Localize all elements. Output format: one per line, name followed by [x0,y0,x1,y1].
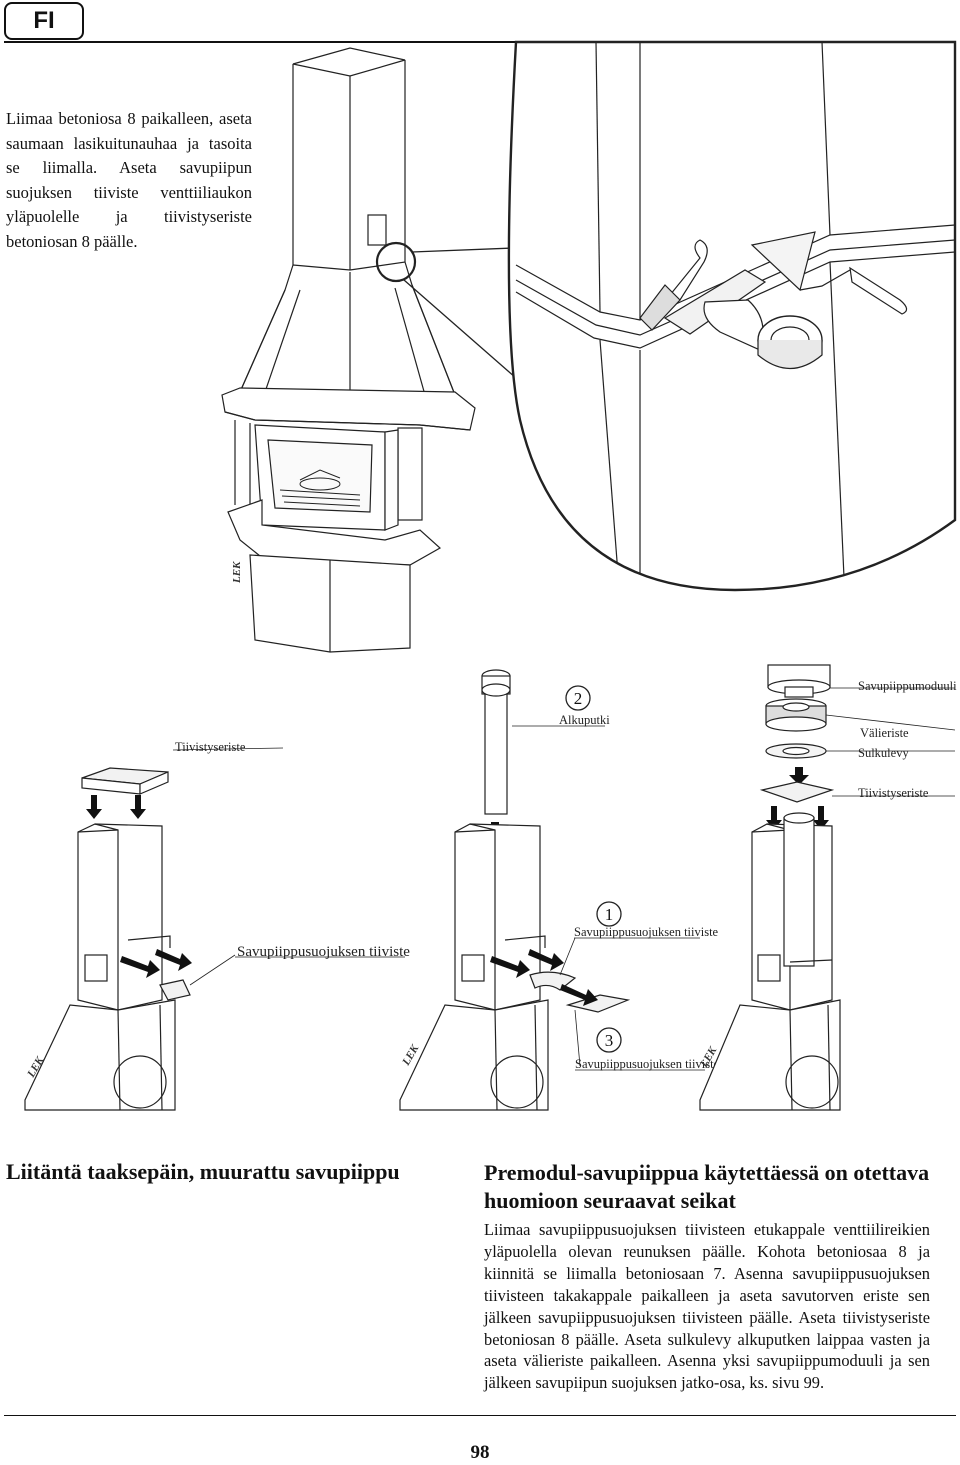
label-savupiippusuojuksen-tiiviste-3: Savupiippusuojuksen tiiviste [575,1057,720,1071]
arrow-icon [490,956,530,978]
intro-text: Liimaa betoniosa 8 paikalleen, aseta sau… [6,109,252,251]
arrow-down-icon [789,767,809,785]
assembly-left: Tiivistyseriste Savupiippusuojuksen tiiv… [24,740,410,1111]
detail-magnified-view [507,40,957,592]
brush-icon [639,239,708,331]
installation-illustrations: LEK [24,40,957,1111]
trowel-icon [750,231,908,315]
arrow-icon [120,956,160,978]
fireplace-illustration: LEK [221,47,533,653]
label-sulkulevy: Sulkulevy [858,746,909,760]
assembly-middle: 2 Alkuputki 1 Savupiippusuojuksen tiivis… [399,669,720,1111]
header-rule [4,41,956,43]
brand-mark-fireplace: LEK [231,561,243,584]
right-body-text: Liimaa savupiippusuojuksen tiivisteen et… [484,1220,930,1393]
language-badge: FI [4,2,84,40]
arrow-icon [528,949,564,971]
label-savupiippusuojuksen-tiiviste-left: Savupiippusuojuksen tiiviste [237,944,410,960]
label-alkuputki: Alkuputki [559,713,610,727]
label-tiivistyseriste-right: Tiivistyseriste [858,786,929,800]
arrow-icon [560,984,598,1006]
label-tiivistyseriste-left: Tiivistyseriste [175,740,246,754]
arrow-down-icon [130,795,146,819]
left-heading: Liitäntä taaksepäin, muurattu savupiippu [6,1159,400,1184]
tape-roll-icon [703,299,823,369]
step-number-2: 2 [574,689,583,708]
step-number-1: 1 [605,905,614,924]
step-2-circle [565,685,591,711]
step-1-circle [596,901,622,927]
footer-rule [4,1415,956,1416]
label-savupiippusuojuksen-tiiviste-1: Savupiippusuojuksen tiiviste [574,925,719,939]
label-savupiippumoduuli: Savupiippumoduuli [858,679,957,693]
arrow-icon [155,949,192,971]
step-3-circle [596,1027,622,1053]
step-number-3: 3 [605,1031,614,1050]
right-heading: Premodul-savupiippua käytettäessä on ote… [484,1160,930,1213]
label-valieriste: Välieriste [860,726,909,740]
page-number: 98 [470,1442,490,1463]
arrow-down-icon [813,806,829,830]
assembly-right: Savupiippumoduuli Välieriste Sulkulevy T… [698,664,957,1111]
arrow-down-icon [86,795,102,819]
